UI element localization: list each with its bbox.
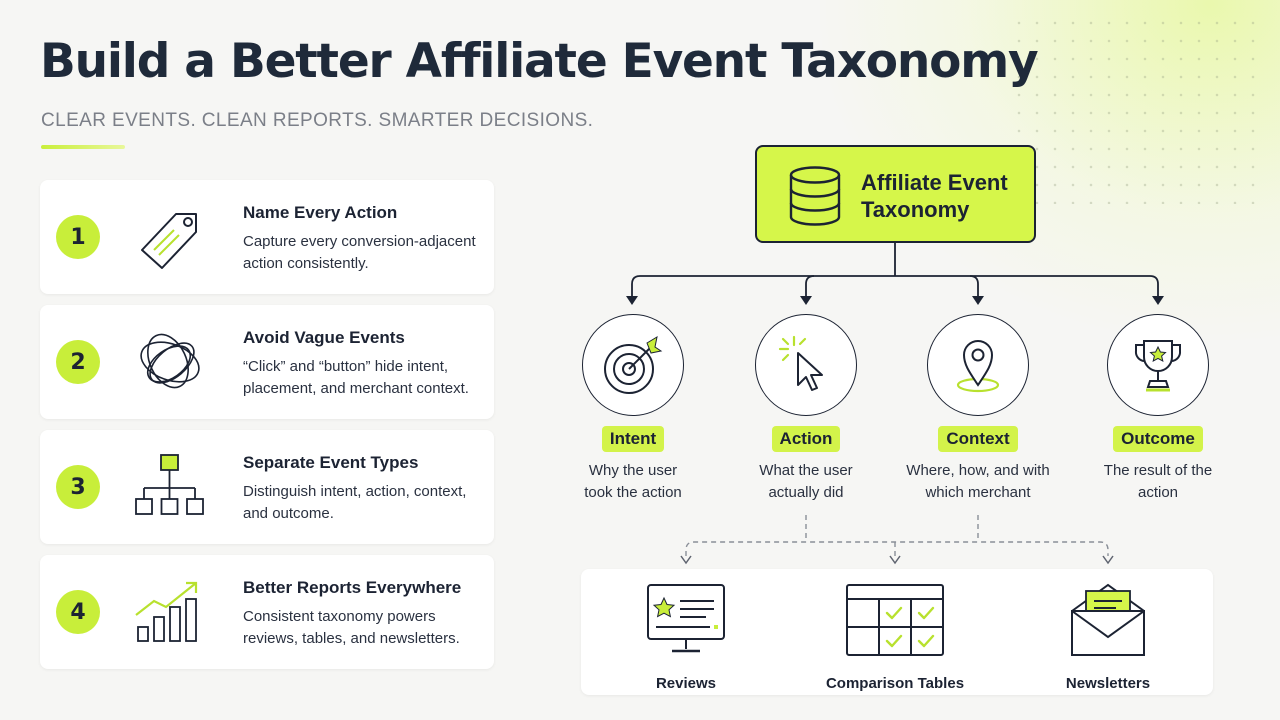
category-label: Outcome [1113, 426, 1203, 452]
database-icon [789, 166, 841, 226]
step-title: Name Every Action [243, 203, 398, 222]
category-label: Intent [601, 426, 665, 452]
step-description: Distinguish intent, action, context, and… [243, 483, 467, 522]
page-title: Build a Better Affiliate Event Taxonomy [40, 34, 1039, 89]
step-number-badge: 1 [56, 215, 100, 259]
category-description: Why the user took the action [584, 462, 682, 501]
category-description: What the user actually did [759, 462, 853, 501]
step-description: “Click” and “button” hide intent, placem… [243, 358, 469, 397]
target-icon [604, 335, 663, 394]
accent-underline [41, 145, 125, 149]
category-label: Context [938, 426, 1018, 452]
taxonomy-box: Affiliate Event Taxonomy [755, 145, 1036, 243]
step-title: Avoid Vague Events [243, 328, 405, 347]
monitor-review-icon [647, 584, 725, 653]
tangled-loop-icon [140, 333, 200, 389]
steps-list: 1 Name Every Action Capture every conver… [40, 180, 494, 680]
step-title: Separate Event Types [243, 453, 419, 472]
step-number-badge: 3 [56, 465, 100, 509]
category-circle [1107, 314, 1209, 416]
cursor-click-icon [778, 335, 823, 391]
step-card-3: 3 Separate Event Types Distinguish inten… [40, 430, 494, 544]
category-description: The result of the action [1103, 462, 1213, 501]
comparison-table-icon [846, 584, 944, 656]
category-outcome: Outcome The result of the action [1068, 314, 1248, 504]
growth-chart-icon [135, 581, 198, 642]
step-title: Better Reports Everywhere [243, 578, 462, 597]
step-card-1: 1 Name Every Action Capture every conver… [40, 180, 494, 294]
tag-icon [141, 213, 197, 269]
output-label: Comparison Tables [825, 675, 965, 692]
step-number-badge: 4 [56, 590, 100, 634]
output-reviews: Reviews [596, 581, 776, 692]
hierarchy-icon [135, 454, 204, 515]
taxonomy-label: Affiliate Event Taxonomy [861, 170, 1008, 222]
map-pin-icon [956, 340, 1000, 393]
trophy-icon [1134, 340, 1182, 392]
page-subtitle: CLEAR EVENTS. CLEAN REPORTS. SMARTER DEC… [41, 110, 594, 131]
outputs-panel: Reviews Comparison Tables Newsl [581, 569, 1213, 695]
step-card-2: 2 Avoid Vague Events “Click” and “button… [40, 305, 494, 419]
envelope-icon [1071, 583, 1145, 656]
output-comparison-tables: Comparison Tables [805, 581, 985, 692]
category-circle [927, 314, 1029, 416]
category-circle [755, 314, 857, 416]
category-action: Action What the user actually did [716, 314, 896, 504]
output-newsletters: Newsletters [1018, 581, 1198, 692]
step-description: Consistent taxonomy powers reviews, tabl… [243, 608, 460, 647]
category-context: Context Where, how, and with which merch… [888, 314, 1068, 504]
step-number-badge: 2 [56, 340, 100, 384]
category-label: Action [771, 426, 841, 452]
category-intent: Intent Why the user took the action [543, 314, 723, 504]
output-label: Newsletters [1065, 675, 1151, 692]
category-description: Where, how, and with which merchant [906, 462, 1050, 501]
output-label: Reviews [655, 675, 717, 692]
category-circle [582, 314, 684, 416]
step-card-4: 4 Better Reports Everywhere Consistent t… [40, 555, 494, 669]
step-description: Capture every conversion-adjacent action… [243, 233, 476, 272]
